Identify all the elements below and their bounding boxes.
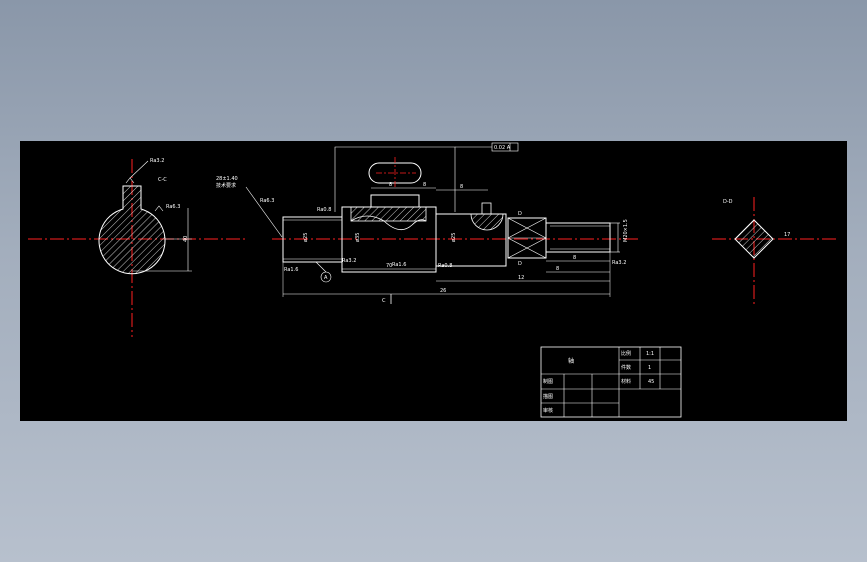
roughness-2: Ra0.8 [317,207,331,213]
dim-section-c: 40 [183,236,189,242]
keyway-hatch [350,206,427,222]
section-view-c: 40 C-C Ra3.2 Ra6.3 [28,158,246,337]
roughness-6: Ra0.8 [438,263,452,269]
dim-length-square: 8 [556,266,559,272]
datum-a-label: A [324,275,328,281]
dia-main: ø35 [355,233,361,242]
dim-hole-offset: 8 [460,184,463,190]
tolerance-frame [491,142,519,152]
hole-hatch [470,213,504,231]
dim-length-thread: 8 [573,255,576,261]
tolerance-value: 0.02 A [494,145,511,151]
roughness-1: Ra6.3 [260,198,274,204]
title-name: 轴 [568,357,574,365]
dim-section-d: 17 [784,232,790,238]
label-section-d: D-D [723,199,733,205]
section-mark-c: C [382,298,386,304]
key [370,194,420,208]
checker-label: 审核 [543,407,553,414]
designer-label: 制图 [543,378,553,385]
dim-key-length: 8 [389,182,392,188]
cad-drawing: 40 C-C Ra3.2 Ra6.3 28±1.40 技术要求 [28,142,838,418]
dim-key-offset: 8 [423,182,426,188]
square-cross-section [734,219,774,259]
material-value: 45 [648,379,654,385]
shaft-thread-end [545,222,611,253]
roughness-4: Ra3.2 [342,258,356,264]
roughness-section-right: Ra6.3 [166,204,180,210]
qty-label: 件数 [621,364,631,371]
note-line-1: 28±1.40 [216,176,238,182]
roughness-section-top: Ra3.2 [150,158,164,164]
roughness-5: Ra1.6 [392,262,406,268]
dia-mid: ø25 [451,233,457,242]
section-view-d: D-D 17 [712,197,838,305]
label-d-bottom: D [518,261,522,267]
drafter-label: 描图 [543,393,553,400]
label-d-top: D [518,211,522,217]
roughness-7: Ra3.2 [612,260,626,266]
note-line-2: 技术要求 [216,182,236,189]
dim-length-total: 26 [440,288,446,294]
label-section-c: C-C [158,177,167,183]
dia-left: ø25 [303,233,309,242]
shaft-cross-section [98,185,166,275]
scale-value: 1:1 [646,351,654,357]
scale-label: 比例 [621,350,631,357]
dim-length-body: 70 [386,263,392,269]
title-block: 轴 比例 1:1 件数 1 材料 45 制图 描图 审核 [540,346,682,418]
qty-value: 1 [648,365,651,371]
roughness-3: Ra1.6 [284,267,298,273]
dia-thread: M20×1.5 [623,219,629,242]
shaft-main-view: 0.02 A 70 8 8 8 12 26 8 8 D D C A ø25 ø3… [260,142,640,304]
material-label: 材料 [621,378,631,385]
cad-drawing-canvas[interactable]: 40 C-C Ra3.2 Ra6.3 28±1.40 技术要求 [20,141,847,421]
dim-length-right: 12 [518,275,524,281]
